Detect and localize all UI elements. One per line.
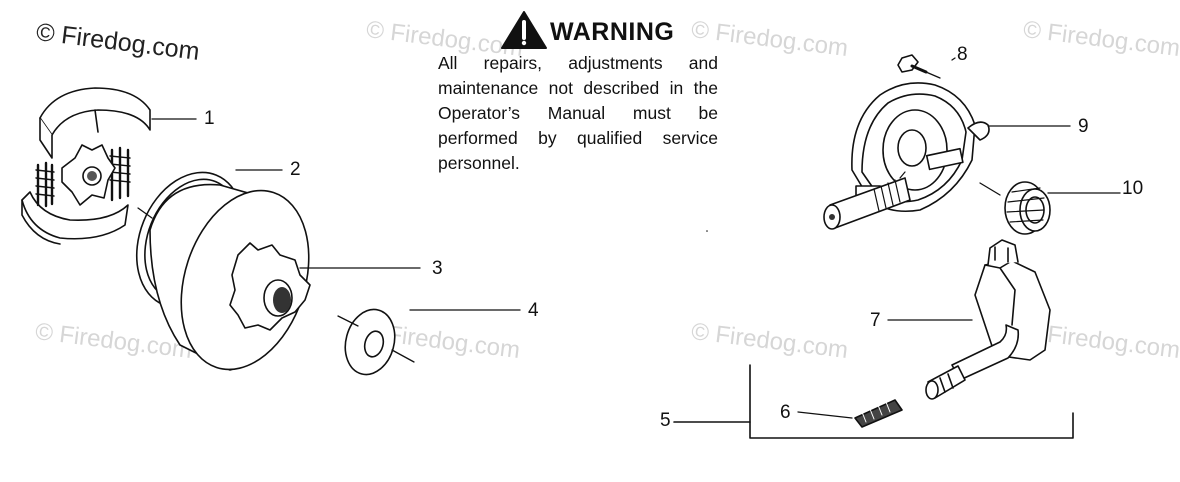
oil-pump-part: [823, 82, 990, 230]
callout-6: 6: [780, 402, 791, 423]
callout-8: 8: [957, 44, 968, 65]
callout-10: 10: [1122, 178, 1144, 199]
callout-9: 9: [1078, 116, 1089, 137]
callout-1: 1: [204, 108, 215, 129]
screw-part: [897, 54, 928, 74]
warning-icon: [501, 11, 547, 49]
callout-5: 5: [660, 410, 671, 431]
callout-7: 7: [870, 310, 881, 331]
callout-2: 2: [290, 159, 301, 180]
filter-part: [854, 399, 903, 428]
worm-gear-part: [1004, 181, 1051, 235]
warning-block: WARNING All repairs, adjustments and mai…: [438, 18, 718, 176]
clutch-part: [21, 87, 151, 245]
oil-hose-part: [925, 239, 1051, 400]
warning-text: All repairs, adjustments and maintenance…: [438, 53, 718, 173]
warning-title: WARNING: [550, 18, 675, 46]
leader-lines: [137, 57, 1121, 419]
clutch-drum-part: [149, 183, 311, 371]
group-bracket: [673, 364, 1074, 439]
callout-3: 3: [432, 258, 443, 279]
callout-4: 4: [528, 300, 539, 321]
washer-part: [344, 308, 396, 376]
